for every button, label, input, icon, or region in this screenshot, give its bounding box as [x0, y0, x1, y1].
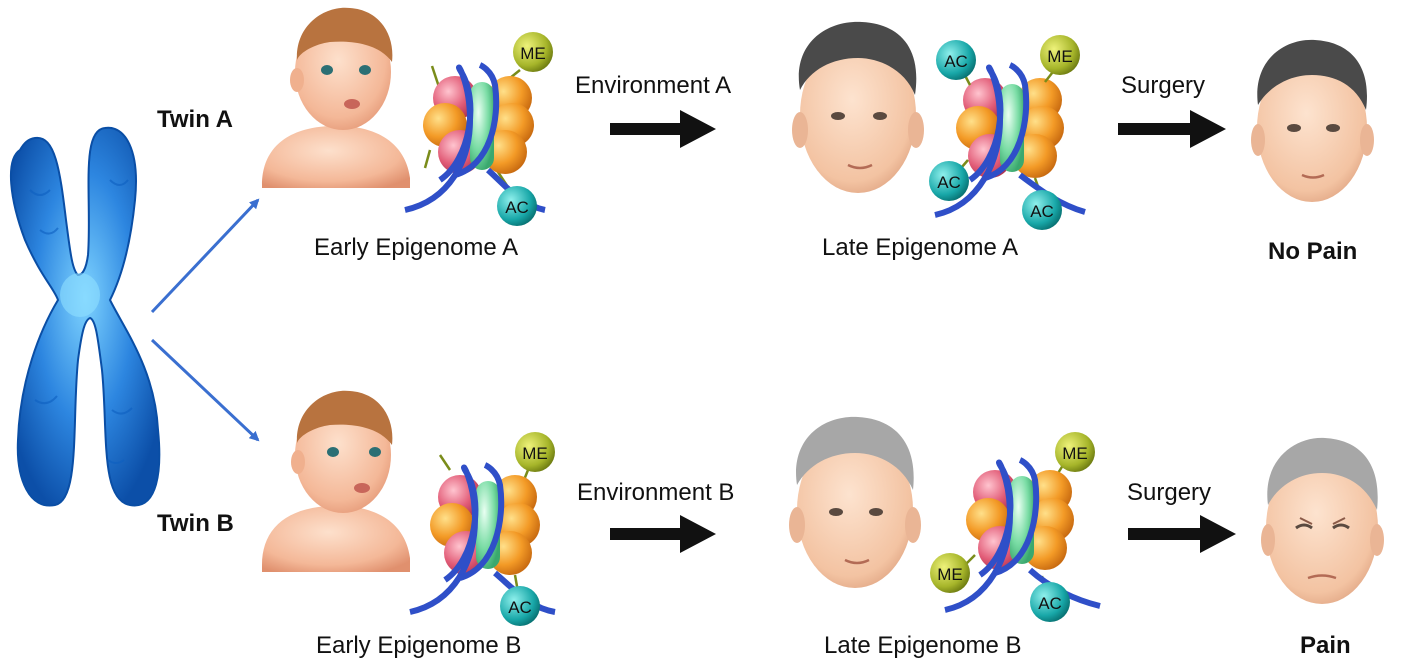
- surgery-arrow-b: [1128, 515, 1236, 553]
- twin-a-label: Twin A: [157, 106, 233, 133]
- nucleosome-early-a: [404, 62, 546, 213]
- surgery-label-a: Surgery: [1121, 72, 1206, 99]
- methyl-mark-late-b-2: [930, 553, 970, 593]
- environment-b-label: Environment B: [577, 479, 735, 506]
- acetyl-mark-late-a-2-label: AC: [937, 173, 961, 192]
- baby-b-illustration: [262, 390, 410, 572]
- surgery-label-b: Surgery: [1127, 479, 1212, 506]
- acetyl-mark-late-a-1: [936, 40, 976, 80]
- environment-a-label: Environment A: [575, 72, 732, 99]
- methyl-mark-late-a-label: ME: [1047, 47, 1073, 66]
- methyl-mark-early-a: [513, 32, 553, 72]
- twin-b-label: Twin B: [157, 510, 234, 537]
- branch-arrow-twin-b: [150, 338, 260, 442]
- acetyl-mark-late-a-1-label: AC: [944, 52, 968, 71]
- early-epigenome-a-caption: Early Epigenome A: [314, 234, 519, 261]
- adult-b-face: [789, 416, 921, 588]
- nucleosome-late-b: [944, 457, 1101, 613]
- chromosome-illustration: [10, 126, 161, 507]
- acetyl-mark-late-b-label: AC: [1038, 594, 1062, 613]
- methyl-mark-late-a: [1040, 35, 1080, 75]
- methyl-mark-early-b: [515, 432, 555, 472]
- acetyl-mark-early-b-label: AC: [508, 598, 532, 617]
- adult-a-face: [792, 21, 924, 193]
- methyl-mark-late-b-1: [1055, 432, 1095, 472]
- acetyl-mark-late-b: [1030, 582, 1070, 622]
- environment-arrow-b: [610, 515, 716, 553]
- acetyl-mark-early-b: [500, 586, 540, 626]
- outcome-a-face: [1251, 39, 1374, 202]
- acetyl-mark-late-a-3-label: AC: [1030, 202, 1054, 221]
- surgery-arrow-a: [1118, 110, 1226, 148]
- branch-arrow-twin-a: [150, 198, 260, 314]
- outcome-b-label: Pain: [1300, 632, 1351, 659]
- methyl-mark-early-b-label: ME: [522, 444, 548, 463]
- acetyl-mark-early-a-label: AC: [505, 198, 529, 217]
- late-epigenome-a-caption: Late Epigenome A: [822, 234, 1019, 261]
- baby-a-illustration: [262, 7, 410, 188]
- acetyl-mark-early-a: [497, 186, 537, 226]
- environment-arrow-a: [610, 110, 716, 148]
- acetyl-mark-late-a-3: [1022, 190, 1062, 230]
- nucleosome-early-b: [409, 454, 556, 615]
- methyl-mark-late-b-2-label: ME: [937, 565, 963, 584]
- outcome-b-face: [1261, 437, 1384, 604]
- early-epigenome-b-caption: Early Epigenome B: [316, 632, 522, 659]
- outcome-a-label: No Pain: [1268, 238, 1358, 265]
- methyl-mark-early-a-label: ME: [520, 44, 546, 63]
- methyl-mark-late-b-1-label: ME: [1062, 444, 1088, 463]
- late-epigenome-b-caption: Late Epigenome B: [824, 632, 1022, 659]
- acetyl-mark-late-a-2: [929, 161, 969, 201]
